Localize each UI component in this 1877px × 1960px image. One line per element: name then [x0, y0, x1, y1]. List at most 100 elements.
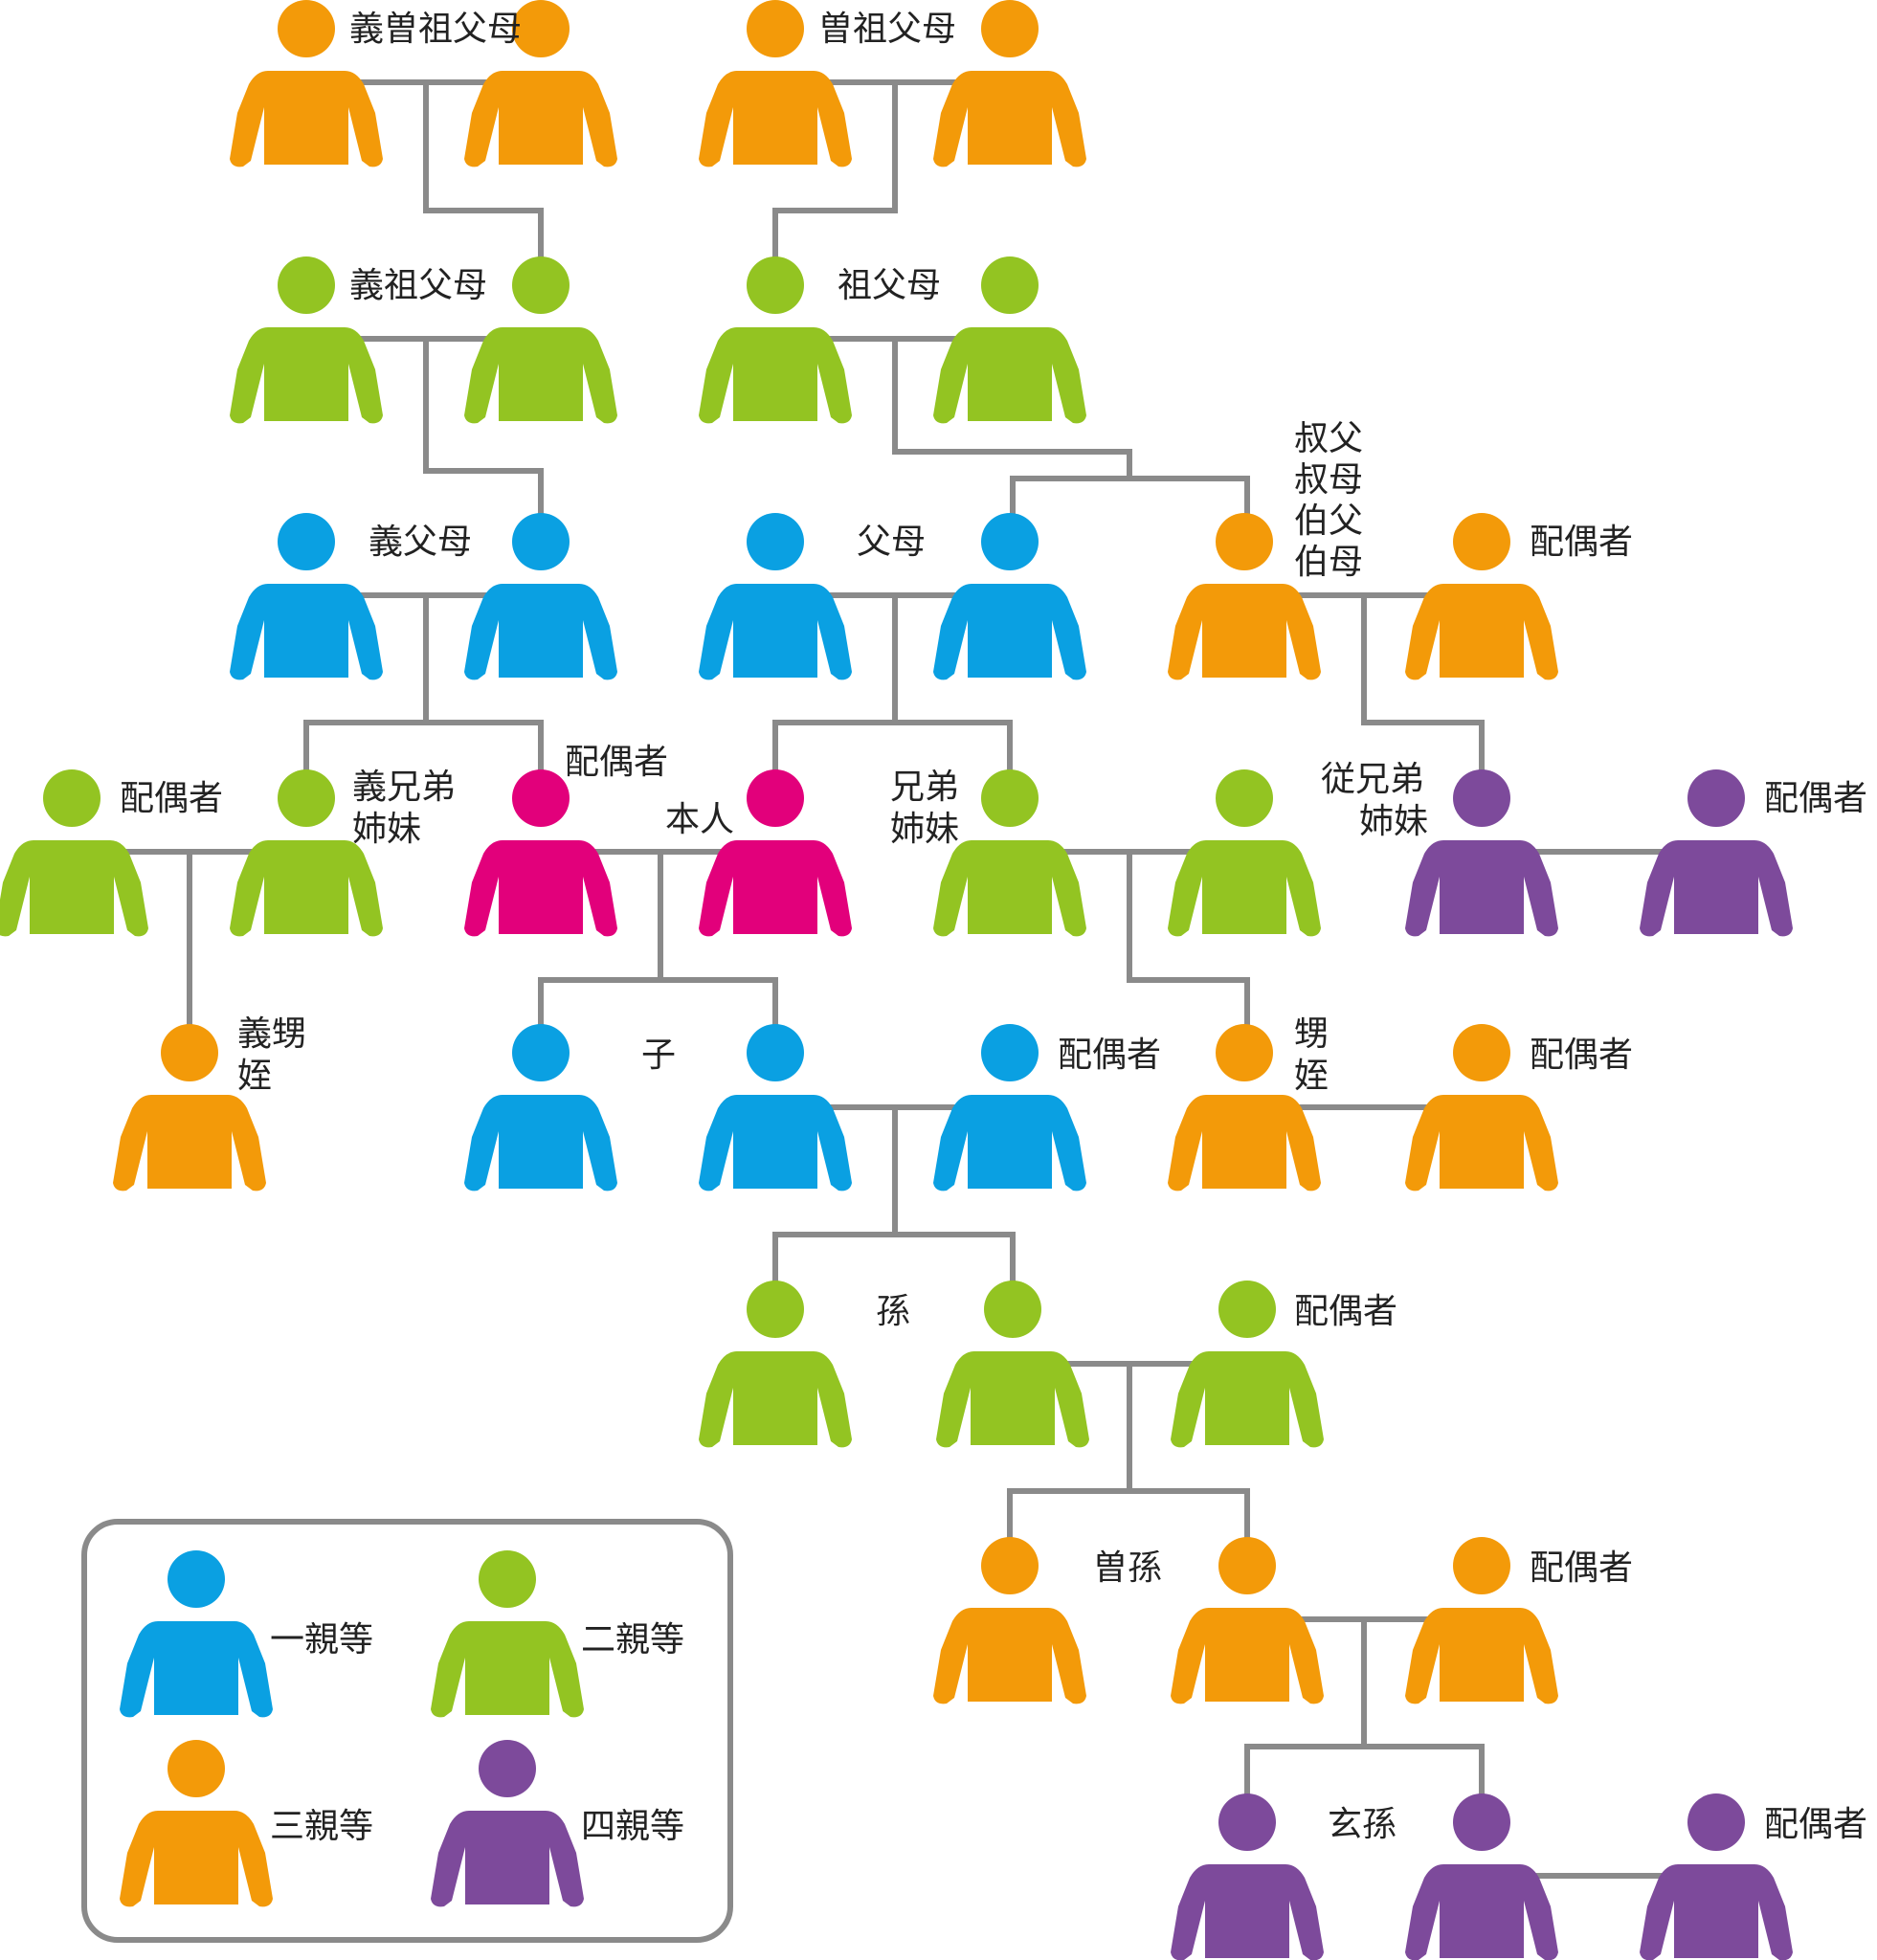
uncle-aunt-figure	[1168, 513, 1321, 680]
person-body-icon	[1405, 1864, 1558, 1960]
label-nephew-niece-2: 姪	[1294, 1057, 1329, 1096]
person-head-icon	[1218, 1793, 1276, 1851]
label-uncle-aunt-3: 伯父	[1294, 501, 1363, 541]
label-spouse-of-self: 配偶者	[565, 743, 668, 782]
person-head-icon	[512, 769, 570, 827]
in-law-sibling-spouse-figure	[0, 769, 148, 937]
spouse-figure	[464, 769, 617, 937]
person-head-icon	[1687, 769, 1745, 827]
person-body-icon	[936, 1351, 1089, 1448]
person-body-icon	[120, 1621, 273, 1718]
sibling-figure	[933, 769, 1086, 937]
great-great-grandchild-1-figure	[1171, 1793, 1324, 1960]
label-cousins-2: 姉妹	[1359, 802, 1428, 841]
legend-label-degree1: 一親等	[270, 1620, 373, 1659]
person-body-icon	[1405, 1608, 1558, 1704]
label-self: 本人	[665, 800, 734, 839]
person-body-icon	[699, 1351, 852, 1448]
person-body-icon	[699, 840, 852, 937]
great-grandchild-2-figure	[1171, 1537, 1324, 1704]
person-body-icon	[933, 327, 1086, 424]
label-in-law-nephew-niece-1: 義甥	[237, 1014, 306, 1054]
person-body-icon	[1405, 840, 1558, 937]
father-figure	[699, 513, 852, 680]
person-head-icon	[512, 0, 570, 57]
person-head-icon	[1453, 1024, 1510, 1081]
person-body-icon	[230, 840, 383, 937]
person-body-icon	[1640, 840, 1793, 937]
person-head-icon	[1216, 1024, 1273, 1081]
person-head-icon	[981, 256, 1039, 314]
person-body-icon	[1405, 1095, 1558, 1192]
person-body-icon	[464, 840, 617, 937]
label-uncle-aunt-4: 伯母	[1294, 543, 1363, 582]
person-head-icon	[278, 769, 335, 827]
connector	[1361, 592, 1485, 773]
label-great-great-grandchild-spouse: 配偶者	[1764, 1805, 1867, 1844]
legend-label-degree3: 三親等	[270, 1807, 373, 1846]
connector	[892, 336, 1132, 481]
person-body-icon	[431, 1621, 584, 1718]
person-head-icon	[278, 256, 335, 314]
label-grandparents: 祖父母	[838, 266, 941, 305]
child-spouse-figure	[933, 1024, 1086, 1192]
person-head-icon	[747, 513, 804, 570]
in-law-father-figure	[230, 513, 383, 680]
person-head-icon	[984, 1281, 1041, 1338]
person-head-icon	[43, 769, 101, 827]
legend-label-degree4: 四親等	[581, 1807, 684, 1846]
person-body-icon	[230, 327, 383, 424]
label-in-law-siblings-2: 姉妹	[352, 810, 421, 849]
grandfather-figure	[699, 256, 852, 424]
person-head-icon	[747, 769, 804, 827]
label-in-law-parents: 義父母	[369, 523, 472, 562]
person-head-icon	[981, 0, 1039, 57]
person-head-icon	[981, 513, 1039, 570]
person-body-icon	[1168, 840, 1321, 937]
person-head-icon	[479, 1740, 536, 1797]
in-law-nephew-niece-figure	[113, 1024, 266, 1192]
legend-degree3-figure	[120, 1740, 273, 1907]
label-in-law-grandparents: 義祖父母	[349, 266, 487, 305]
label-great-grandparents: 曽祖父母	[818, 10, 956, 49]
cousin-figure	[1405, 769, 1558, 937]
person-head-icon	[1218, 1537, 1276, 1594]
person-head-icon	[981, 1537, 1039, 1594]
person-head-icon	[747, 1281, 804, 1338]
person-head-icon	[1453, 513, 1510, 570]
label-great-grandchild-spouse: 配偶者	[1530, 1548, 1633, 1588]
connector	[772, 79, 898, 261]
label-siblings-2: 姉妹	[890, 810, 959, 849]
person-body-icon	[699, 584, 852, 680]
person-head-icon	[1453, 1537, 1510, 1594]
person-head-icon	[747, 256, 804, 314]
legend: 一親等 二親等 三親等 四親等	[81, 1519, 733, 1943]
person-head-icon	[1453, 769, 1510, 827]
label-child-spouse: 配偶者	[1058, 1036, 1161, 1075]
person-body-icon	[120, 1811, 273, 1907]
legend-degree4-figure	[431, 1740, 584, 1907]
label-great-great-grandchildren: 玄孫	[1328, 1805, 1397, 1844]
person-head-icon	[479, 1550, 536, 1608]
sibling-spouse-figure	[1168, 769, 1321, 937]
great-grandchild-1-figure	[933, 1537, 1086, 1704]
person-head-icon	[981, 769, 1039, 827]
person-body-icon	[933, 1095, 1086, 1192]
person-body-icon	[699, 327, 852, 424]
label-children: 子	[641, 1036, 676, 1075]
grandmother-figure	[933, 256, 1086, 424]
label-grandchild-spouse: 配偶者	[1294, 1292, 1397, 1331]
label-uncle-aunt-spouse: 配偶者	[1530, 523, 1633, 562]
person-head-icon	[1218, 1281, 1276, 1338]
child-2-figure	[699, 1024, 852, 1192]
great-grandfather-figure	[699, 0, 852, 167]
great-grandchild-spouse-figure	[1405, 1537, 1558, 1704]
person-head-icon	[1687, 1793, 1745, 1851]
person-body-icon	[1171, 1351, 1324, 1448]
connector	[1127, 849, 1250, 1029]
label-in-law-nephew-niece-2: 姪	[237, 1057, 272, 1096]
person-body-icon	[464, 71, 617, 167]
in-law-great-grandmother-figure	[464, 0, 617, 167]
person-body-icon	[1640, 1864, 1793, 1960]
